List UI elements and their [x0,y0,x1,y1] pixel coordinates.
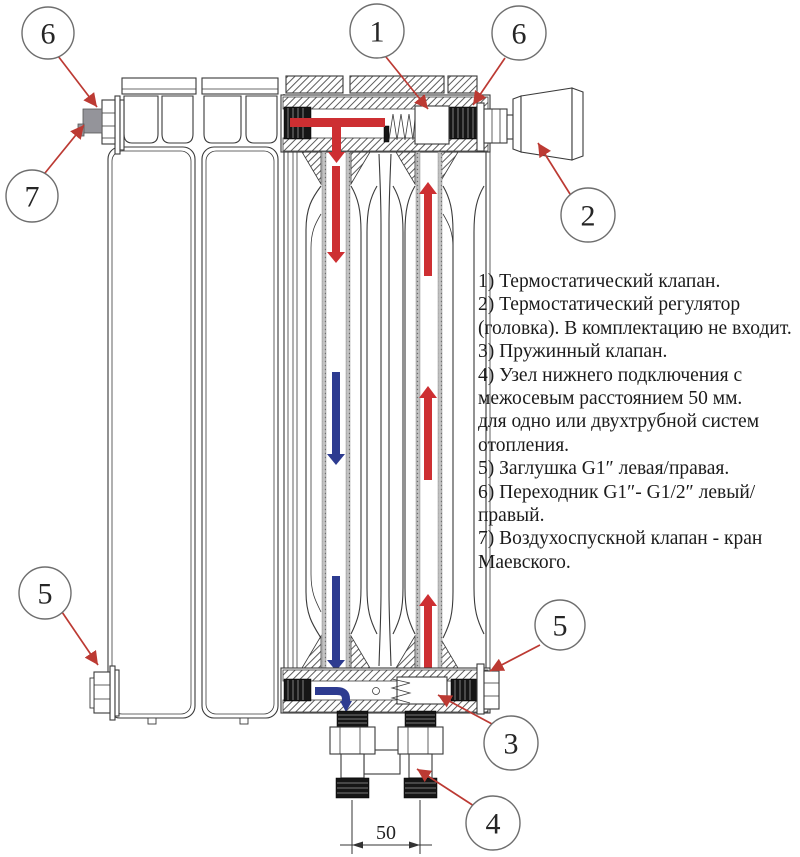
callout-arrow-6-left [57,55,98,108]
legend-line: для одно или двухтрубной систем [478,411,760,433]
thermostatic-valve-body [414,105,450,145]
air-vent-valve [82,108,103,134]
callout-number: 1 [370,16,385,49]
callout-number: 3 [504,728,519,761]
spring-valve-body [396,676,448,705]
callout-number: 7 [25,181,40,214]
legend-line: 3) Пружинный клапан. [478,341,668,363]
legend-line: отопления. [478,434,570,456]
flow-arrows-return-channel [327,166,345,671]
callout-arrow-7 [44,124,85,174]
legend-line: 2) Термостатический регулятор [478,294,741,316]
top-header [280,94,491,163]
flow-arrow-hot-down [328,152,345,163]
callout-arrow-4 [416,768,475,807]
dimension-label: 50 [376,822,396,844]
callout-arrow-5-left [61,611,99,666]
legend-line: правый. [478,505,545,527]
callout-6-right: 6 [491,5,547,61]
flow-arrow-cold-down [327,660,345,671]
thermostatic-head [512,87,584,161]
legend-line: 1) Термостатический клапан. [478,271,721,292]
callout-number: 5 [553,610,568,643]
callout-arrow-3 [437,694,493,725]
valve-spring [390,678,412,704]
legend-line: Маевского. [478,551,571,573]
flow-arrow-cold-down [327,454,345,465]
end-plug-left [93,671,111,714]
dimension-50: 50 [340,800,432,854]
callout-6-left: 6 [21,6,75,60]
radiator-front-view [77,77,279,725]
channel-wall [437,151,443,669]
legend-line: 7) Воздухоспускной клапан - кран [478,528,763,550]
flow-arrow-hot-up [419,182,437,194]
callout-3: 3 [483,715,539,771]
flow-arrows-supply-channel [419,182,437,680]
flow-arrow-cold-down [340,701,352,712]
section-top-band [121,77,197,95]
flow-arrow-hot-up [419,386,437,398]
channel-wall [321,151,327,669]
callout-1: 1 [349,3,405,59]
callout-7: 7 [5,169,59,223]
bottom-header [280,667,491,714]
callout-5-right: 5 [534,599,586,651]
channel-wall [345,151,351,669]
radiator-section-view: 50 [280,75,584,854]
bottom-connection-pipes [329,710,444,799]
callout-arrow-2 [537,142,571,195]
callout-arrow-1 [385,56,429,110]
legend-line: 5) Заглушка G1″ левая/правая. [478,458,730,480]
section-panel [201,146,279,719]
legend-line: межосевым расстоянием 50 мм. [478,388,743,410]
adapter-nut [483,108,508,144]
flow-arrow-hot-down [327,252,345,263]
legend-line: (головка). В комплектацию не входит. [478,317,792,339]
flow-hot-supply-pipe [290,118,385,127]
callout-number: 2 [581,200,596,233]
callout-5-left: 5 [18,566,72,620]
section-panel [107,146,196,719]
callout-arrow-6-right [472,57,506,106]
callout-number: 6 [512,18,527,51]
callout-arrows [44,55,571,807]
legend-line: 6) Переходник G1″- G1/2″ левый/ [478,481,756,503]
callout-2: 2 [560,187,616,243]
callout-number: 4 [486,808,501,841]
callout-circles: 6 7 1 6 2 5 5 3 [5,3,616,851]
flow-arrow-hot-up [419,594,437,606]
channel-wall [415,151,421,669]
callout-4: 4 [465,795,521,851]
callout-number: 5 [38,578,53,611]
callout-number: 6 [41,18,56,51]
callout-arrow-5-right [489,644,541,672]
flow-cold-elbow [315,687,350,702]
valve-spring [388,113,416,141]
legend-line: 4) Узел нижнего подключения с [478,364,743,386]
section-top-band [201,77,279,95]
legend: 1) Термостатический клапан. 2) Термостат… [478,270,800,574]
end-plug-right [483,670,500,710]
